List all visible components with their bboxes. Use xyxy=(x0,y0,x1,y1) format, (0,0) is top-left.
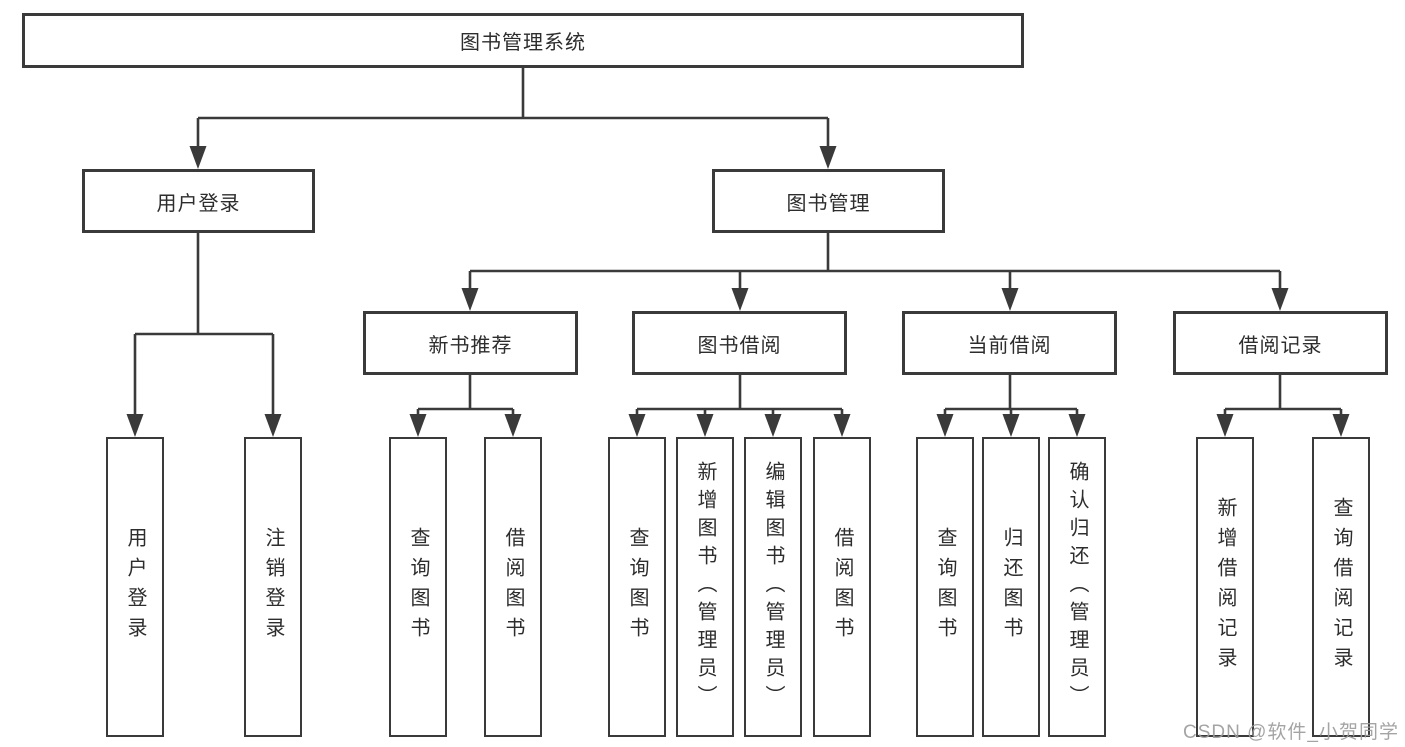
csdn-watermark: CSDN @软件_小贺同学 xyxy=(1183,722,1399,743)
leaf-query-books-recommend: 查询图书 xyxy=(389,437,447,737)
node-book-borrowing: 图书借阅 xyxy=(632,311,847,375)
leaf-add-borrow-record: 新增借阅记录 xyxy=(1196,437,1254,737)
leaf-label: 确认归还（管理员） xyxy=(1066,461,1088,713)
node-label: 借阅记录 xyxy=(1238,334,1323,357)
node-book-management-branch: 图书管理 xyxy=(712,169,945,233)
leaf-confirm-return-admin: 确认归还（管理员） xyxy=(1048,437,1106,737)
node-label: 当前借阅 xyxy=(967,334,1052,357)
node-label: 图书管理 xyxy=(786,192,871,215)
leaf-borrow-books: 借阅图书 xyxy=(813,437,871,737)
leaf-query-books-borrowing: 查询图书 xyxy=(608,437,666,737)
leaf-label: 借阅图书 xyxy=(831,527,853,647)
node-label: 图书管理系统 xyxy=(460,32,586,54)
leaf-label: 新增借阅记录 xyxy=(1214,497,1236,677)
node-library-management-system: 图书管理系统 xyxy=(22,13,1024,68)
node-label: 图书借阅 xyxy=(697,334,782,357)
node-new-book-recommendation: 新书推荐 xyxy=(363,311,578,375)
node-label: 新书推荐 xyxy=(428,334,513,357)
node-borrowing-records: 借阅记录 xyxy=(1173,311,1388,375)
leaf-label: 查询图书 xyxy=(626,527,648,647)
leaf-query-borrow-record: 查询借阅记录 xyxy=(1312,437,1370,737)
leaf-label: 新增图书（管理员） xyxy=(694,461,716,713)
node-current-borrowing: 当前借阅 xyxy=(902,311,1117,375)
leaf-label: 编辑图书（管理员） xyxy=(762,461,784,713)
leaf-label: 归还图书 xyxy=(1000,527,1022,647)
leaf-label: 借阅图书 xyxy=(502,527,524,647)
node-user-login-branch: 用户登录 xyxy=(82,169,315,233)
leaf-user-login: 用户登录 xyxy=(106,437,164,737)
leaf-label: 用户登录 xyxy=(124,527,146,647)
leaf-label: 注销登录 xyxy=(262,527,284,647)
leaf-label: 查询图书 xyxy=(934,527,956,647)
leaf-borrow-books-recommend: 借阅图书 xyxy=(484,437,542,737)
leaf-label: 查询图书 xyxy=(407,527,429,647)
leaf-label: 查询借阅记录 xyxy=(1330,497,1352,677)
leaf-query-books-current: 查询图书 xyxy=(916,437,974,737)
node-label: 用户登录 xyxy=(156,192,241,215)
leaf-logout: 注销登录 xyxy=(244,437,302,737)
leaf-add-books-admin: 新增图书（管理员） xyxy=(676,437,734,737)
leaf-edit-books-admin: 编辑图书（管理员） xyxy=(744,437,802,737)
leaf-return-books: 归还图书 xyxy=(982,437,1040,737)
